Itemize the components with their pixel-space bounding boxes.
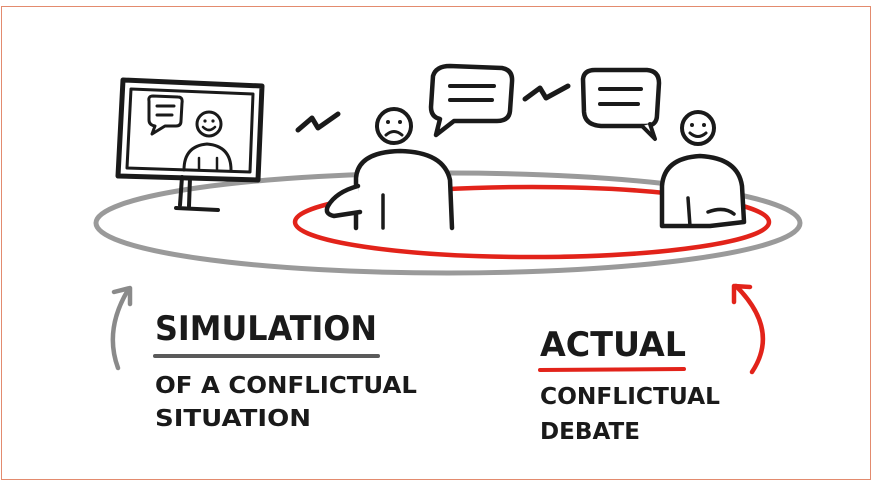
- actual-underline: [538, 367, 686, 372]
- happy-face-icon: [195, 110, 223, 138]
- curved-arrow-icon: [110, 285, 133, 371]
- actual-line2: DEBATE: [540, 419, 640, 445]
- person-icon: [324, 107, 455, 231]
- simulation-line2: SITUATION: [155, 406, 311, 432]
- happy-face-icon: [680, 110, 716, 146]
- speech-bubble-icon: [428, 63, 515, 138]
- lightning-icon: [295, 111, 341, 133]
- lightning-icon: [522, 83, 571, 102]
- curved-arrow-icon: [731, 283, 766, 375]
- actual-line1: CONFLICTUAL: [540, 384, 720, 410]
- speech-bubble-icon: [580, 67, 662, 141]
- simulation-title: SIMULATION: [155, 309, 377, 349]
- simulation-line1: OF A CONFLICTUAL: [155, 373, 417, 399]
- speech-bubble-icon: [147, 94, 184, 136]
- person-icon: [659, 110, 747, 229]
- monitor-icon: [115, 77, 265, 212]
- actual-ring: [292, 184, 772, 260]
- actual-title: ACTUAL: [540, 325, 686, 365]
- sad-face-icon: [375, 107, 413, 145]
